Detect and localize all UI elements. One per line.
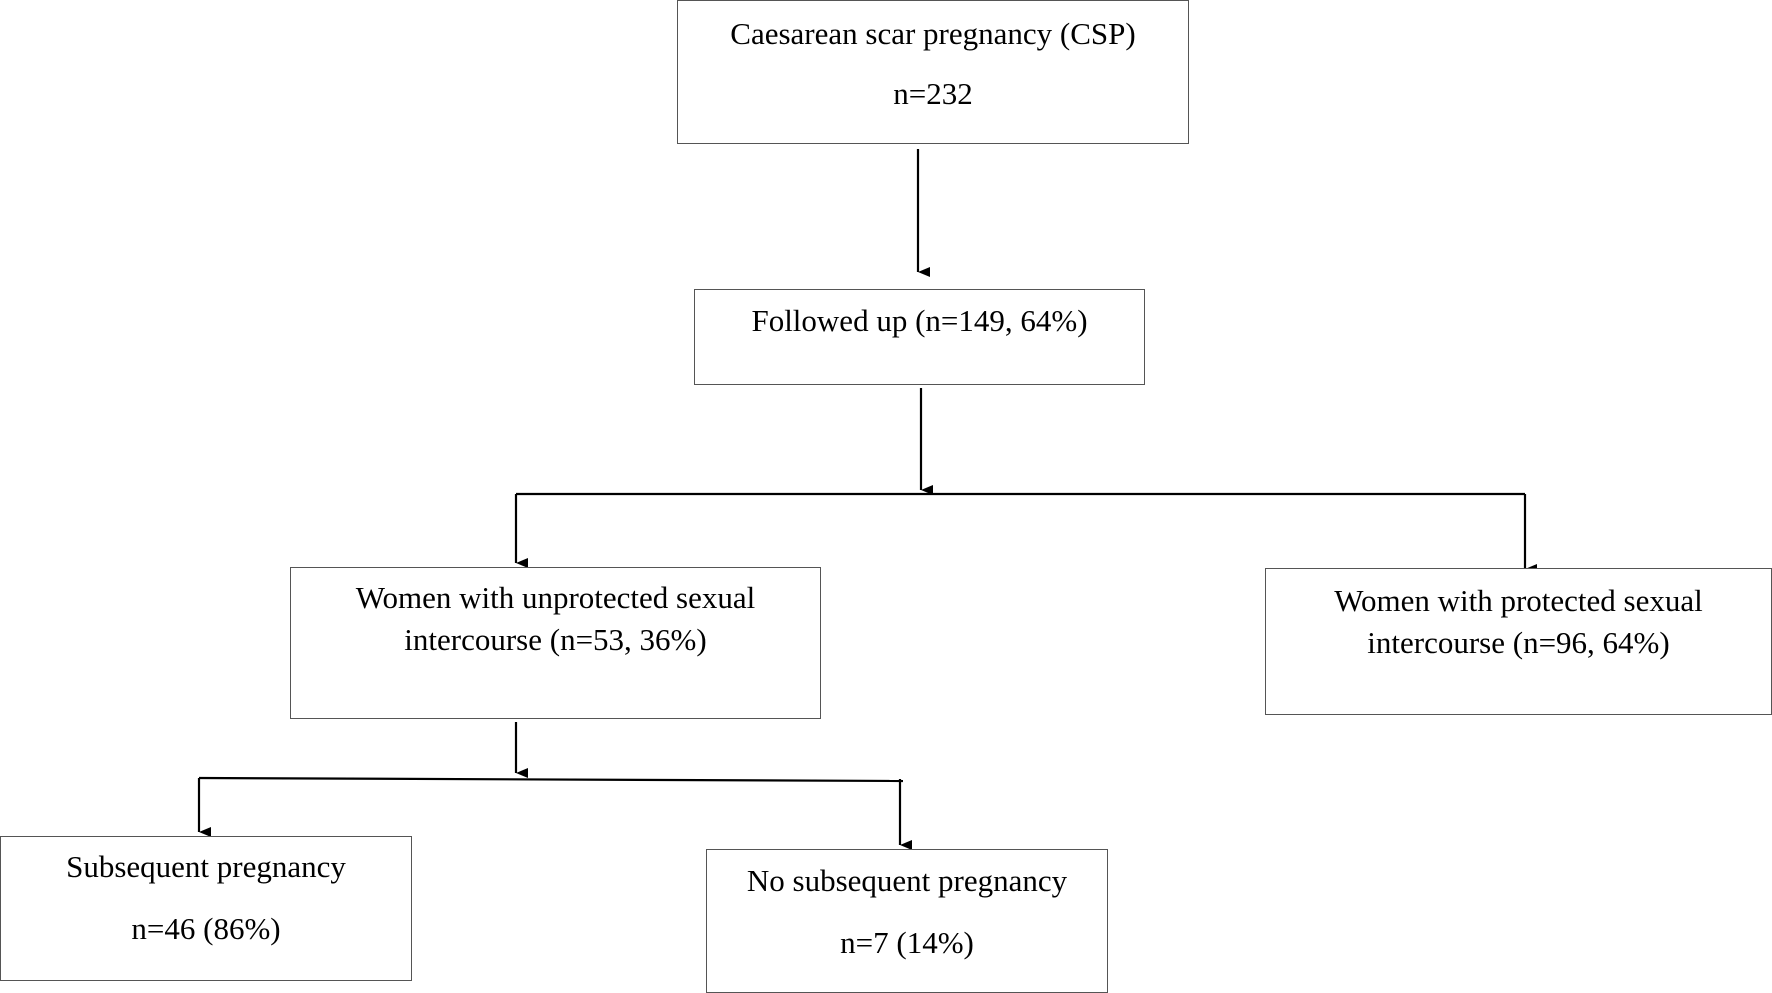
node-caesarean-scar-pregnancy: Caesarean scar pregnancy (CSP) n=232 [677, 0, 1189, 144]
node-count: n=7 (14%) [840, 925, 974, 960]
node-count: n=232 [893, 76, 973, 111]
node-title: No subsequent pregnancy [746, 863, 1068, 898]
node-subsequent-pregnancy: Subsequent pregnancy n=46 (86%) [0, 836, 412, 981]
node-count: n=46 (86%) [131, 911, 281, 946]
node-line-1: Women with protected sexual [1334, 583, 1703, 618]
split-bar-unprotected [198, 776, 904, 783]
node-line-1: Women with unprotected sexual [355, 580, 756, 615]
node-line-2: intercourse (n=96, 64%) [1367, 625, 1670, 660]
node-title: Followed up (n=149, 64%) [751, 303, 1088, 338]
node-line-2: intercourse (n=53, 36%) [404, 622, 707, 657]
node-no-subsequent-pregnancy: No subsequent pregnancy n=7 (14%) [706, 849, 1108, 993]
node-protected-intercourse: Women with protected sexual intercourse … [1265, 568, 1772, 715]
node-title: Caesarean scar pregnancy (CSP) [730, 16, 1136, 51]
node-title: Subsequent pregnancy [66, 849, 346, 884]
node-followed-up: Followed up (n=149, 64%) [694, 289, 1145, 385]
node-unprotected-intercourse: Women with unprotected sexual intercours… [290, 567, 821, 719]
